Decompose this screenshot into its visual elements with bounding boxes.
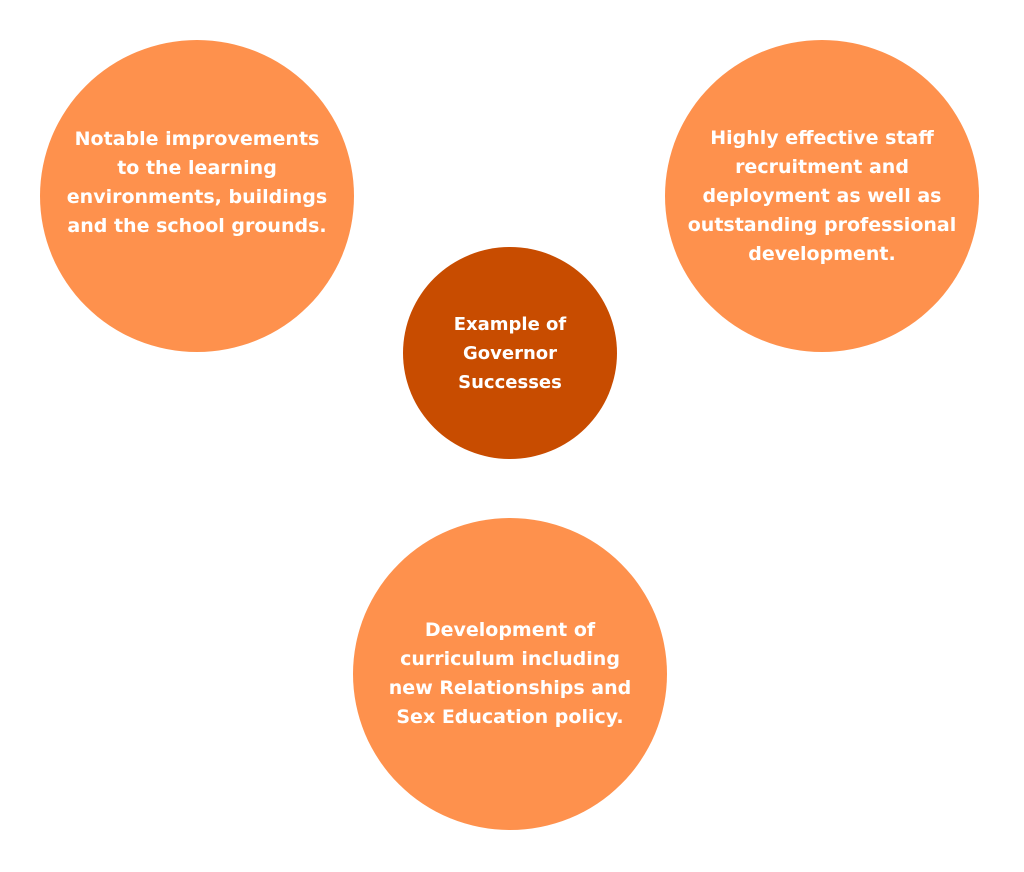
success-node-staff-recruitment: Highly effective staff recruitment and d… [665,40,979,352]
center-node-governor-successes: Example of Governor Successes [403,247,617,459]
success-node-curriculum-development-text: Development of curriculum including new … [388,619,632,728]
success-node-staff-recruitment-text: Highly effective staff recruitment and d… [687,126,957,265]
center-node-title: Example of Governor Successes [453,313,567,393]
success-node-learning-environments: Notable improvements to the learning env… [40,40,354,352]
success-node-learning-environments-text: Notable improvements to the learning env… [66,128,328,237]
success-node-curriculum-development: Development of curriculum including new … [353,518,667,830]
